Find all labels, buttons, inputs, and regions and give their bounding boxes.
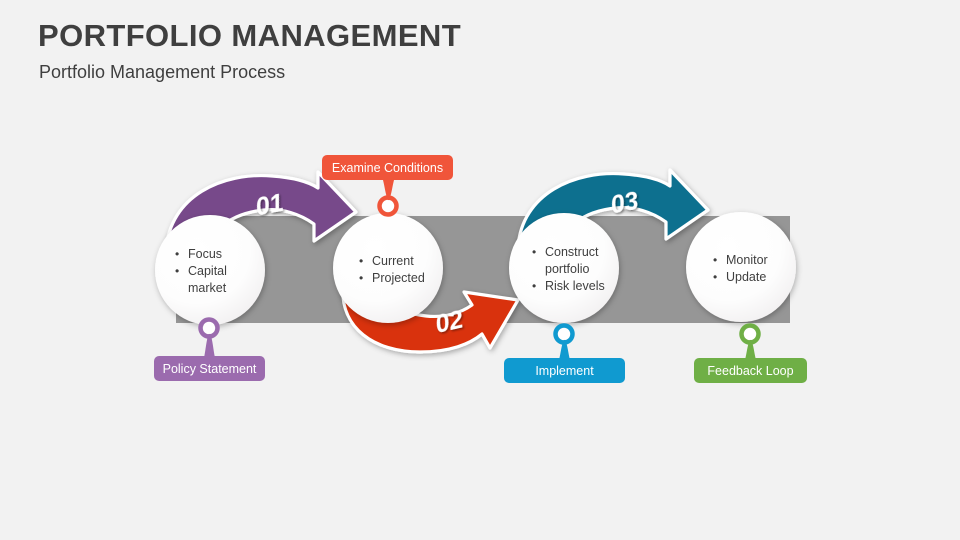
step-1-text: Focus Capital market bbox=[174, 246, 227, 297]
step-3-text: Construct portfolio Risk levels bbox=[531, 244, 605, 295]
connector-implement bbox=[553, 323, 575, 360]
step-2-item-1: Projected bbox=[359, 270, 425, 287]
step-circle-3[interactable] bbox=[509, 213, 619, 323]
step-4-item-1: Update bbox=[713, 269, 768, 286]
step-3-item-0: Construct bbox=[532, 244, 605, 261]
callout-feedback-loop[interactable]: Feedback Loop bbox=[694, 358, 807, 383]
connector-feedback-loop bbox=[739, 323, 761, 360]
connector-policy-statement bbox=[198, 317, 220, 358]
page-title: PORTFOLIO MANAGEMENT bbox=[38, 18, 462, 53]
step-2-item-0: Current bbox=[359, 253, 425, 270]
arrow-01 bbox=[164, 170, 358, 260]
arrow-02-number: 02 bbox=[433, 305, 466, 339]
arrow-03 bbox=[516, 168, 710, 257]
callout-examine-conditions[interactable]: Examine Conditions bbox=[322, 155, 453, 180]
connector-examine-conditions bbox=[377, 180, 399, 217]
callout-implement[interactable]: Implement bbox=[504, 358, 625, 383]
step-4-item-0: Monitor bbox=[713, 252, 768, 269]
step-4-text: Monitor Update bbox=[712, 252, 768, 286]
callout-policy-statement[interactable]: Policy Statement bbox=[154, 356, 265, 381]
step-2-text: Current Projected bbox=[358, 253, 425, 287]
step-1-item-0: Focus bbox=[175, 246, 227, 263]
step-1-item-1: Capital bbox=[175, 263, 227, 280]
step-1-item-2: market bbox=[188, 281, 227, 295]
step-3-item-1: portfolio bbox=[545, 262, 590, 276]
arrow-03-number: 03 bbox=[608, 187, 641, 220]
step-3-item-2: Risk levels bbox=[532, 278, 605, 295]
page-subtitle: Portfolio Management Process bbox=[39, 62, 286, 82]
arrow-01-number: 01 bbox=[253, 189, 286, 222]
